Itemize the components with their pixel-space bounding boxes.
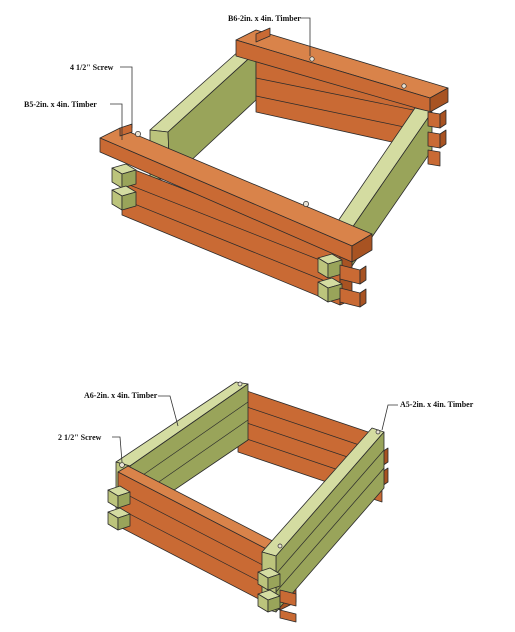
timber-seam <box>275 467 385 593</box>
timber-seam <box>275 449 385 575</box>
timber-face <box>427 149 441 167</box>
timber-seam <box>121 198 341 288</box>
timber-face <box>279 589 297 607</box>
label-screw-2-5-text: 2 1/2" Screw <box>58 433 102 442</box>
label-screw-2-5: 2 1/2" Screw <box>58 433 123 463</box>
right-timber-ends <box>427 109 447 167</box>
label-a6-text: A6-2in. x 4in. Timber <box>84 391 158 400</box>
timber-seam <box>255 95 429 133</box>
timber-face <box>117 513 131 531</box>
timber-face <box>121 191 137 211</box>
b6-top-timber <box>235 27 449 113</box>
timber-face <box>427 111 441 129</box>
timber-face <box>267 573 281 591</box>
label-screw-4-5-text: 4 1/2" Screw <box>70 63 114 72</box>
leader-line <box>158 395 179 427</box>
timber-seam <box>117 507 281 593</box>
leader-line <box>300 17 311 56</box>
timber-face <box>267 595 281 613</box>
label-a5: A5-2in. x 4in. Timber <box>381 400 474 431</box>
label-b5: B5-2in. x 4in. Timber <box>24 100 123 140</box>
front-right-timber-ends <box>339 264 367 308</box>
diagram-bottom-a-layer: A6-2in. x 4in. Timber 2 1/2" Screw A5-2i… <box>58 381 474 623</box>
label-a6: A6-2in. x 4in. Timber <box>84 391 179 427</box>
label-b5-text: B5-2in. x 4in. Timber <box>24 100 97 109</box>
timber-seam <box>117 489 281 575</box>
label-screw-4-5: 4 1/2" Screw <box>70 63 133 128</box>
timber-face <box>359 265 367 285</box>
screw-2-5-head <box>119 462 125 468</box>
screw-hole <box>277 543 283 549</box>
leader-line <box>112 436 123 463</box>
front-right-post-ends-a <box>257 567 297 623</box>
timber-seam <box>255 77 429 114</box>
leader-line <box>110 103 123 140</box>
screw-hole <box>303 201 309 207</box>
left-green-post-ends-a <box>107 485 131 531</box>
timber-face <box>359 288 367 308</box>
timber-face <box>351 233 373 263</box>
screw-hole <box>309 56 315 62</box>
timber-seam <box>129 401 249 485</box>
screw-hole <box>375 429 381 435</box>
left-green-post-ends <box>111 163 137 211</box>
leader-line <box>120 66 133 128</box>
timber-face <box>427 131 441 149</box>
label-b6: B6-2in. x 4in. Timber <box>228 14 311 56</box>
timber-face <box>279 609 297 623</box>
timber-face <box>119 123 133 137</box>
timber-face <box>117 491 131 509</box>
timber-seam <box>121 181 341 269</box>
right-green-post-ends <box>317 253 343 303</box>
b5-top-timber <box>99 123 373 263</box>
timber-face <box>439 109 447 129</box>
label-b6-text: B6-2in. x 4in. Timber <box>228 14 301 23</box>
label-a5-text: A5-2in. x 4in. Timber <box>400 400 474 409</box>
screw-hole <box>237 381 243 387</box>
leader-line <box>381 404 398 431</box>
diagram-top-b-layer: B6-2in. x 4in. Timber 4 1/2" Screw B5-2i… <box>24 14 449 308</box>
timber-seam <box>237 403 381 453</box>
screw-4-5-head <box>135 131 141 137</box>
screw-hole <box>401 83 407 89</box>
timber-face <box>429 87 449 113</box>
timber-face <box>121 169 137 189</box>
timber-face <box>439 129 447 149</box>
timber-face <box>255 27 271 43</box>
